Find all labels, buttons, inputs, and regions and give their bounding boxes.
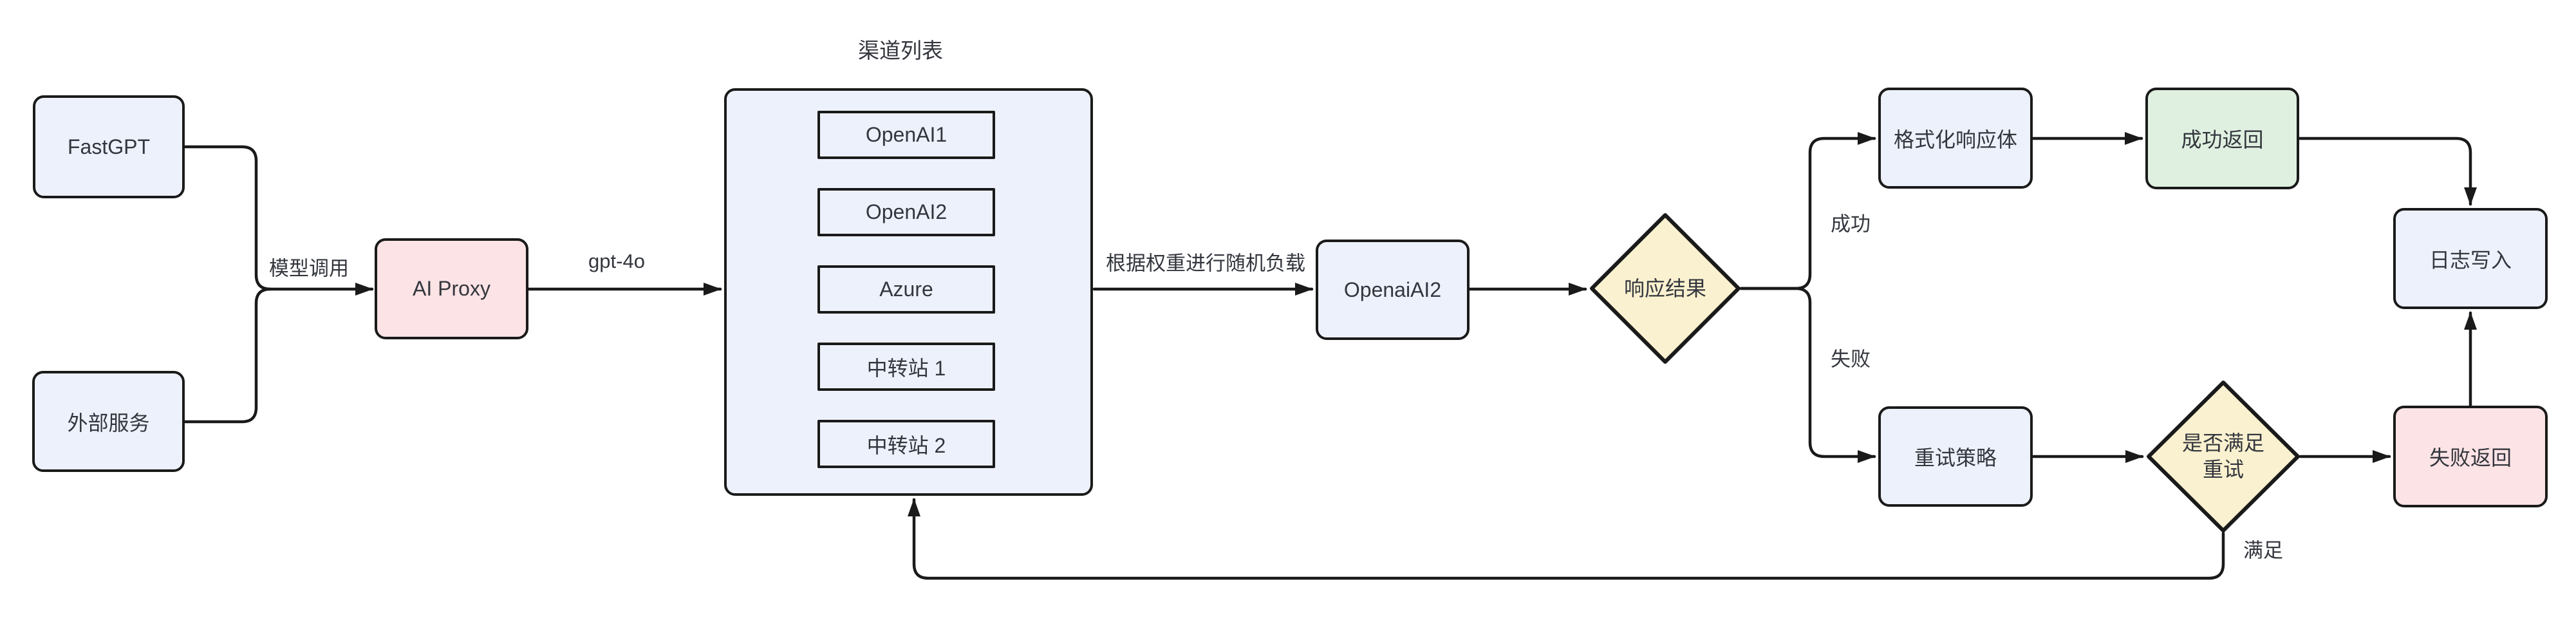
- channel-relay1-label: 中转站 1: [866, 356, 946, 380]
- node-log-write: 日志写入: [2393, 208, 2548, 309]
- edge-label-success: 成功: [1827, 207, 1874, 237]
- node-fail-return-label: 失败返回: [2429, 446, 2512, 469]
- node-retry-strategy: 重试策略: [1878, 406, 2033, 507]
- edge-success-to-log: [2297, 137, 2477, 206]
- node-retry-strategy-label: 重试策略: [1914, 446, 1997, 469]
- channel-openai2: OpenAI2: [817, 188, 995, 236]
- node-external-service: 外部服务: [32, 371, 185, 472]
- node-format-response: 格式化响应体: [1878, 88, 2033, 189]
- channel-openai1-label: OpenAI1: [865, 123, 947, 146]
- node-ai-proxy-label: AI Proxy: [413, 277, 490, 300]
- node-fail-return: 失败返回: [2393, 406, 2548, 507]
- edge-label-load-balance: 根据权重进行随机负载: [1103, 247, 1309, 276]
- decision-response-result: 响应结果: [1589, 212, 1741, 364]
- edge-label-satisfied: 满足: [2240, 534, 2286, 563]
- edge-external-to-proxy: [183, 287, 272, 424]
- edge-check-to-channels-loop: [908, 498, 2225, 580]
- node-success-return-label: 成功返回: [2181, 128, 2264, 151]
- node-fastgpt-label: FastGPT: [67, 135, 150, 158]
- edge-label-model-name: gpt-4o: [585, 250, 648, 273]
- decision-retry-check: 是否满足 重试: [2146, 380, 2301, 533]
- node-ai-proxy: AI Proxy: [375, 238, 528, 339]
- node-external-service-label: 外部服务: [67, 411, 150, 435]
- channel-azure-label: Azure: [879, 278, 933, 301]
- edge-label-model-call: 模型调用: [266, 252, 352, 281]
- node-selected-channel: OpenaiAI2: [1316, 240, 1470, 340]
- node-success-return: 成功返回: [2145, 88, 2299, 189]
- edge-label-fail: 失败: [1827, 343, 1874, 372]
- channel-relay2: 中转站 2: [817, 420, 995, 468]
- diamond-shape: [1590, 213, 1741, 364]
- channel-openai2-label: OpenAI2: [865, 200, 947, 223]
- node-format-response-label: 格式化响应体: [1893, 127, 2017, 151]
- node-log-write-label: 日志写入: [2429, 248, 2512, 272]
- decision-retry-check-label: 是否满足 重试: [2182, 430, 2264, 483]
- channel-list-title: 渠道列表: [858, 39, 943, 62]
- edge-result-to-retry: [1739, 287, 1876, 463]
- diamond-shape: [2147, 381, 2300, 532]
- decision-retry-check-line2: 重试: [2202, 458, 2244, 481]
- node-selected-channel-label: OpenaiAI2: [1343, 278, 1442, 301]
- decision-response-result-label: 响应结果: [1623, 276, 1706, 300]
- channel-relay2-label: 中转站 2: [866, 433, 946, 457]
- channel-relay1: 中转站 1: [817, 343, 995, 391]
- decision-retry-check-line1: 是否满足: [2181, 431, 2264, 455]
- node-fastgpt: FastGPT: [33, 95, 185, 198]
- channel-list-group: OpenAI1 OpenAI2 Azure 中转站 1 中转站 2: [724, 88, 1093, 496]
- channel-openai1: OpenAI1: [817, 111, 995, 159]
- channel-azure: Azure: [817, 265, 995, 314]
